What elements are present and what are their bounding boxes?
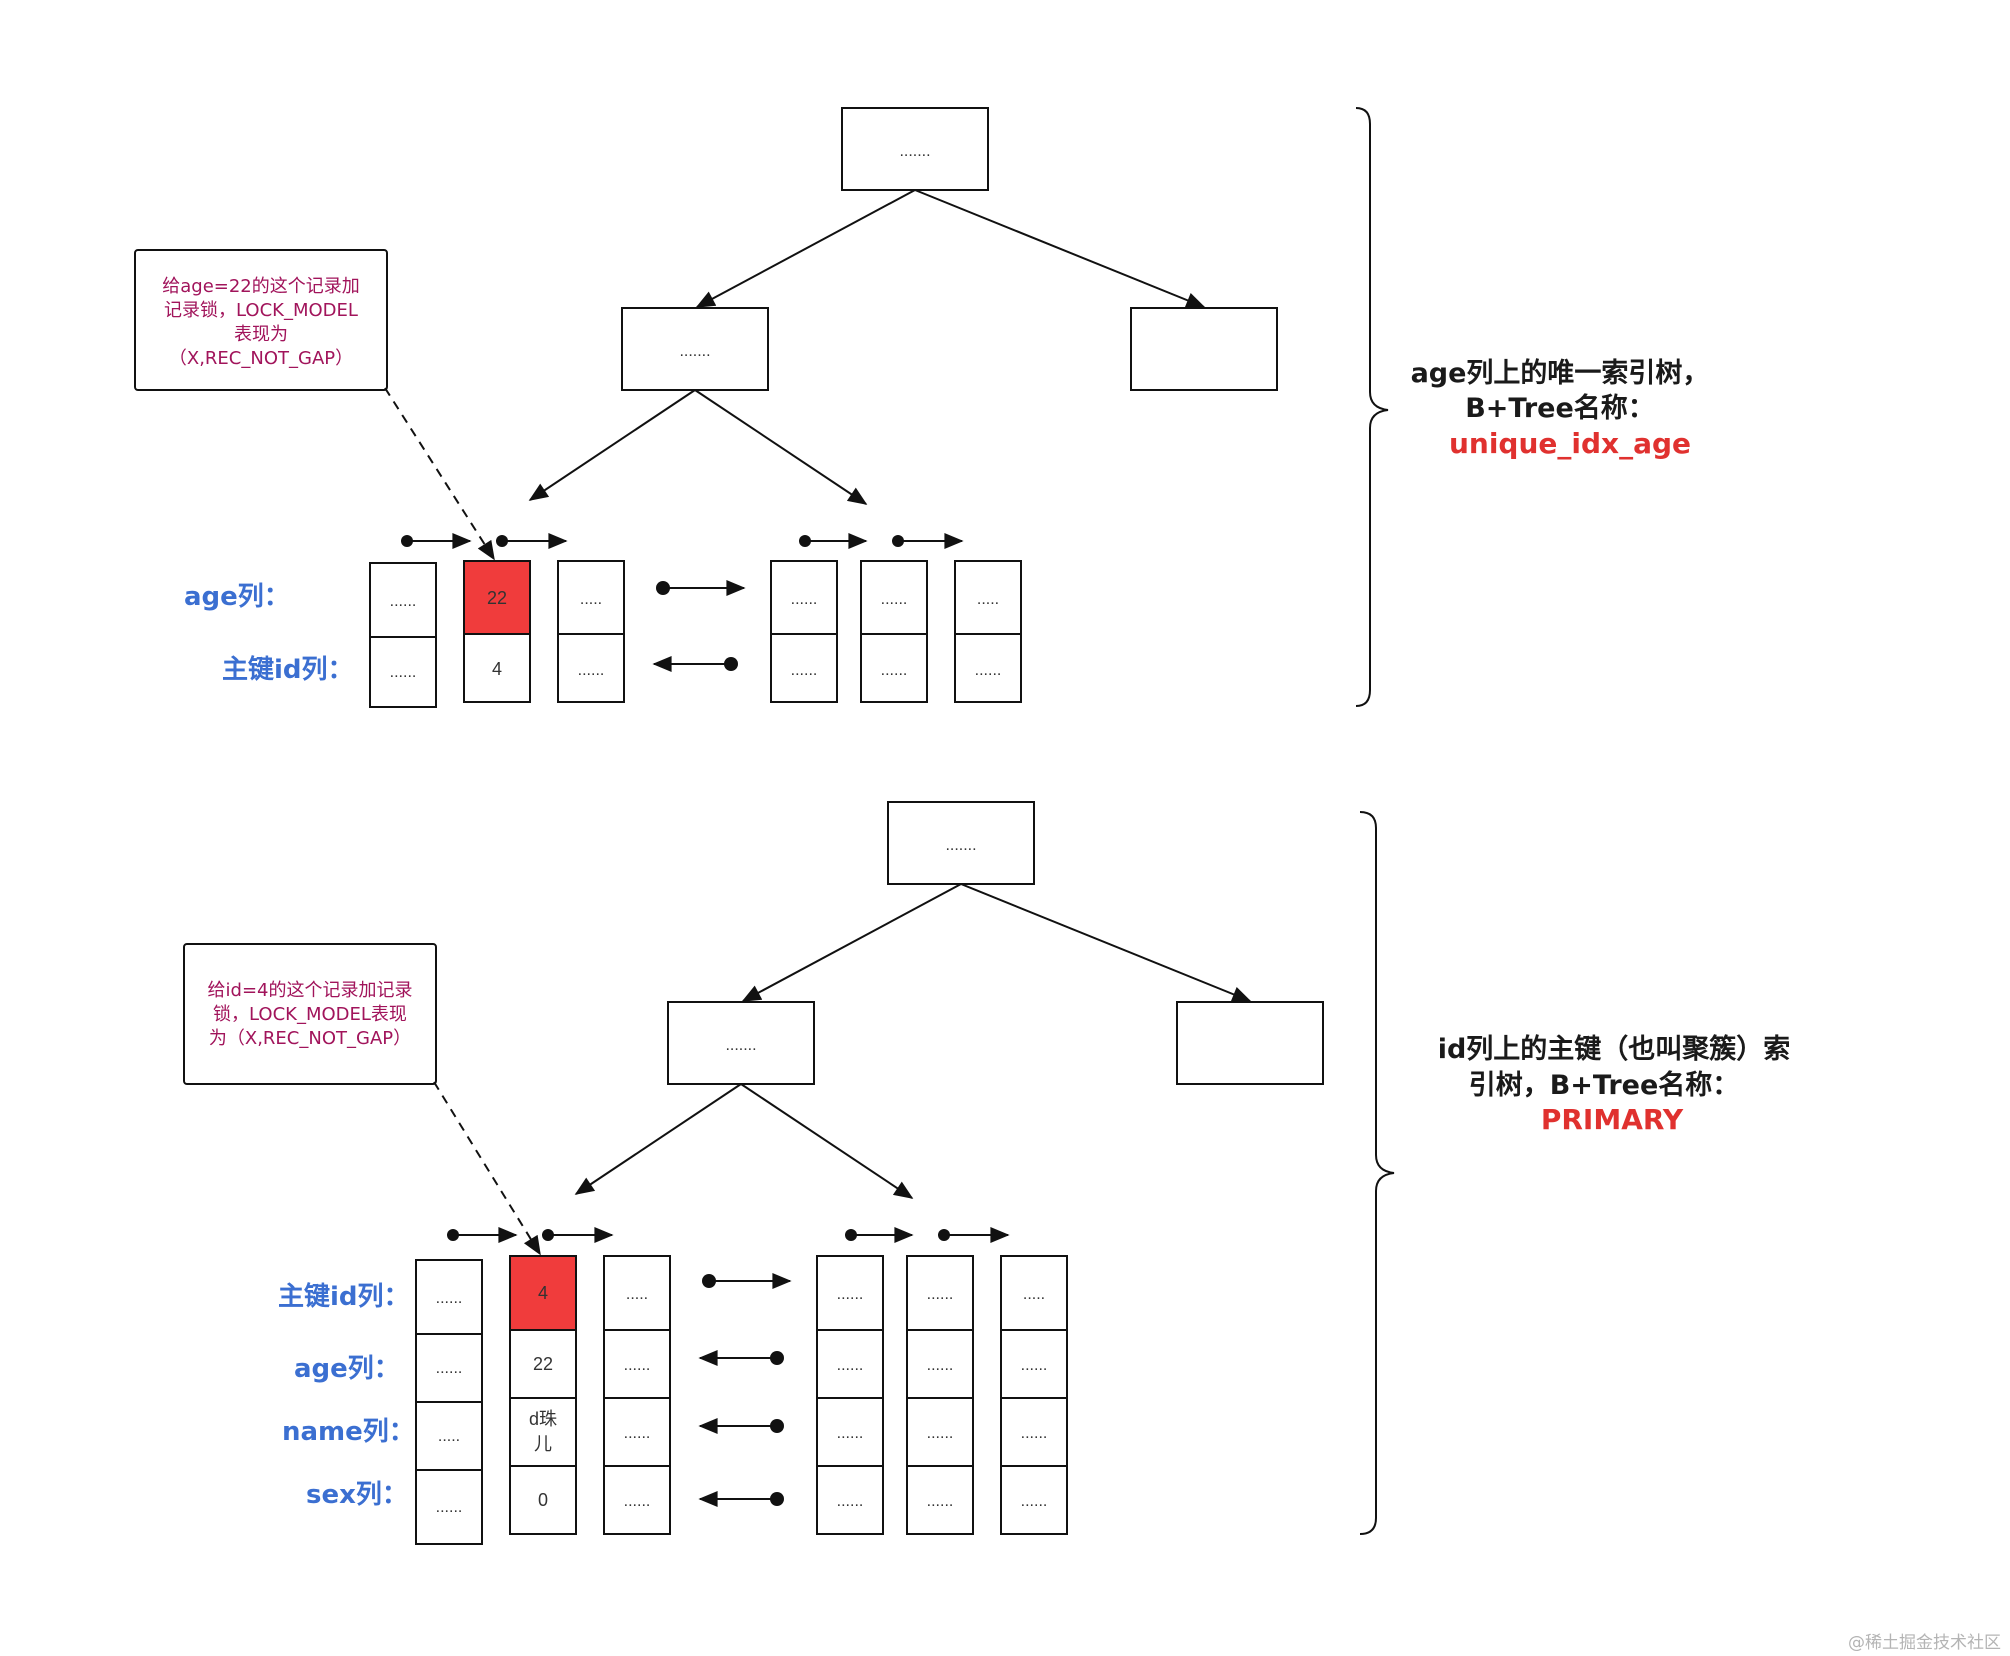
top-mid-left-node: ....... xyxy=(621,307,769,391)
bottom-locked-record-cell xyxy=(509,1255,577,1331)
bottom-root-node: ....... xyxy=(887,801,1035,885)
bottom-cell-r1-c2: 4 xyxy=(538,1283,548,1303)
top-desc-line-1: age列上的唯一索引树， xyxy=(1411,357,1710,389)
bottom-mid-right-node xyxy=(1176,1001,1324,1085)
bottom-edge-mid-left xyxy=(574,1083,742,1195)
bottom-tree-description: id列上的主键（也叫聚簇）索 引树，B+Tree名称： PRIMARY xyxy=(1438,1033,1791,1136)
top-note-line-4: （X,REC_NOT_GAP） xyxy=(169,348,353,369)
bottom-note-line-1: 给id=4的这个记录加记录 xyxy=(208,980,413,1001)
top-mid-label: ....... xyxy=(679,343,710,360)
bottom-note-pointer xyxy=(433,1081,541,1256)
top-cell-r2-c1: ...... xyxy=(390,664,417,681)
top-cell-r1-c1: ...... xyxy=(390,593,417,610)
bottom-cell-r3-c6: ...... xyxy=(1021,1425,1048,1442)
top-cell-r1-c5: ...... xyxy=(881,591,908,608)
bottom-note-line-2: 锁，LOCK_MODEL表现 xyxy=(213,1004,407,1025)
top-leaf-pointers xyxy=(401,533,964,549)
bottom-cell-r4-c4: ...... xyxy=(837,1493,864,1510)
top-cell-r2-c5: ...... xyxy=(881,662,908,679)
bottom-mid-label: ....... xyxy=(725,1037,756,1054)
bottom-brace xyxy=(1359,811,1395,1535)
bottom-desc-line-2: 引树，B+Tree名称： xyxy=(1469,1069,1740,1101)
bottom-cell-r4-c1: ...... xyxy=(436,1499,463,1516)
bottom-desc-line-1: id列上的主键（也叫聚簇）索 xyxy=(1438,1033,1791,1065)
top-edge-root-left xyxy=(695,189,916,308)
watermark: @稀土掘金技术社区 xyxy=(1848,1633,2001,1653)
bottom-row-label-id: 主键id列： xyxy=(278,1281,410,1312)
top-edge-mid-right xyxy=(694,389,868,505)
bottom-leaf-columns: ...... ...... ..... ...... 4 22 d珠 儿 0 .… xyxy=(415,1255,1068,1545)
top-leaf-links xyxy=(652,580,746,672)
bottom-cell-r2-c6: ...... xyxy=(1021,1357,1048,1374)
bottom-cell-r3-c1: ..... xyxy=(438,1428,460,1445)
top-cell-r1-c3: ..... xyxy=(580,591,602,608)
top-cell-r2-c6: ...... xyxy=(975,662,1002,679)
bottom-cell-r2-c1: ...... xyxy=(436,1360,463,1377)
top-row-label-age: age列： xyxy=(184,582,290,612)
bottom-cell-r2-c5: ...... xyxy=(927,1357,954,1374)
bottom-cell-r4-c6: ...... xyxy=(1021,1493,1048,1510)
bottom-row-label-sex: sex列： xyxy=(306,1480,408,1510)
top-cell-r1-c2: 22 xyxy=(487,588,507,608)
top-index-tree: ....... ....... age列： 主键id列： ...... ....… xyxy=(134,107,1710,708)
top-cell-r2-c3: ...... xyxy=(578,662,605,679)
top-note-line-3: 表现为 xyxy=(234,324,288,345)
bottom-note-line-3: 为（X,REC_NOT_GAP） xyxy=(209,1028,411,1049)
bottom-cell-r2-c3: ...... xyxy=(624,1357,651,1374)
top-note-line-2: 记录锁，LOCK_MODEL xyxy=(164,300,358,321)
top-edge-mid-left xyxy=(528,389,696,501)
bottom-edge-root-right xyxy=(960,883,1252,1002)
bottom-cell-r2-c4: ...... xyxy=(837,1357,864,1374)
bottom-cell-r1-c3: ..... xyxy=(626,1286,648,1303)
top-edge-root-right xyxy=(914,189,1206,308)
bottom-cell-r3-c2-line1: d珠 xyxy=(529,1409,557,1429)
bottom-cell-r1-c1: ...... xyxy=(436,1290,463,1307)
bottom-cell-r3-c5: ...... xyxy=(927,1425,954,1442)
bottom-cell-r1-c4: ...... xyxy=(837,1286,864,1303)
top-index-name: unique_idx_age xyxy=(1449,427,1691,460)
bottom-edge-root-left xyxy=(741,883,962,1002)
top-tree-description: age列上的唯一索引树， B+Tree名称： unique_idx_age xyxy=(1411,357,1710,460)
top-leaf-columns: ...... ...... 22 4 ..... ...... ...... .… xyxy=(369,560,1022,708)
top-cell-r1-c4: ...... xyxy=(791,591,818,608)
bottom-cell-r3-c2-line2: 儿 xyxy=(534,1434,552,1454)
bottom-index-name: PRIMARY xyxy=(1541,1103,1684,1136)
bottom-mid-left-node: ....... xyxy=(667,1001,815,1085)
bottom-lock-note: 给id=4的这个记录加记录 锁，LOCK_MODEL表现 为（X,REC_NOT… xyxy=(183,943,437,1085)
bottom-leaf-pointers xyxy=(447,1227,1010,1243)
top-mid-right-node xyxy=(1130,307,1278,391)
bottom-primary-tree: ....... ....... 主键id列： age列： name列： sex列… xyxy=(183,801,1791,1545)
top-desc-line-2: B+Tree名称： xyxy=(1465,392,1655,424)
bottom-cell-r4-c3: ...... xyxy=(624,1493,651,1510)
top-brace xyxy=(1355,107,1389,707)
top-root-label: ....... xyxy=(899,143,930,160)
top-note-line-1: 给age=22的这个记录加 xyxy=(162,276,360,297)
top-note-pointer xyxy=(384,387,495,561)
bottom-cell-r2-c2: 22 xyxy=(533,1354,553,1374)
bottom-cell-r1-c5: ...... xyxy=(927,1286,954,1303)
bottom-cell-r3-c3: ...... xyxy=(624,1425,651,1442)
bottom-root-label: ....... xyxy=(945,837,976,854)
top-lock-note: 给age=22的这个记录加 记录锁，LOCK_MODEL 表现为 （X,REC_… xyxy=(134,249,388,391)
bottom-cell-r4-c2: 0 xyxy=(538,1490,548,1510)
top-cell-r2-c2: 4 xyxy=(492,659,502,679)
bottom-leaf-links xyxy=(698,1273,792,1507)
top-cell-r2-c4: ...... xyxy=(791,662,818,679)
top-row-label-id: 主键id列： xyxy=(222,654,354,685)
bottom-cell-r1-c6: ..... xyxy=(1023,1286,1045,1303)
top-root-node: ....... xyxy=(841,107,989,191)
bottom-row-label-name: name列： xyxy=(282,1417,415,1447)
bottom-edge-mid-right xyxy=(740,1083,914,1199)
bottom-cell-r4-c5: ...... xyxy=(927,1493,954,1510)
bottom-row-label-age: age列： xyxy=(294,1354,400,1384)
top-cell-r1-c6: ..... xyxy=(977,591,999,608)
bottom-cell-r3-c4: ...... xyxy=(837,1425,864,1442)
